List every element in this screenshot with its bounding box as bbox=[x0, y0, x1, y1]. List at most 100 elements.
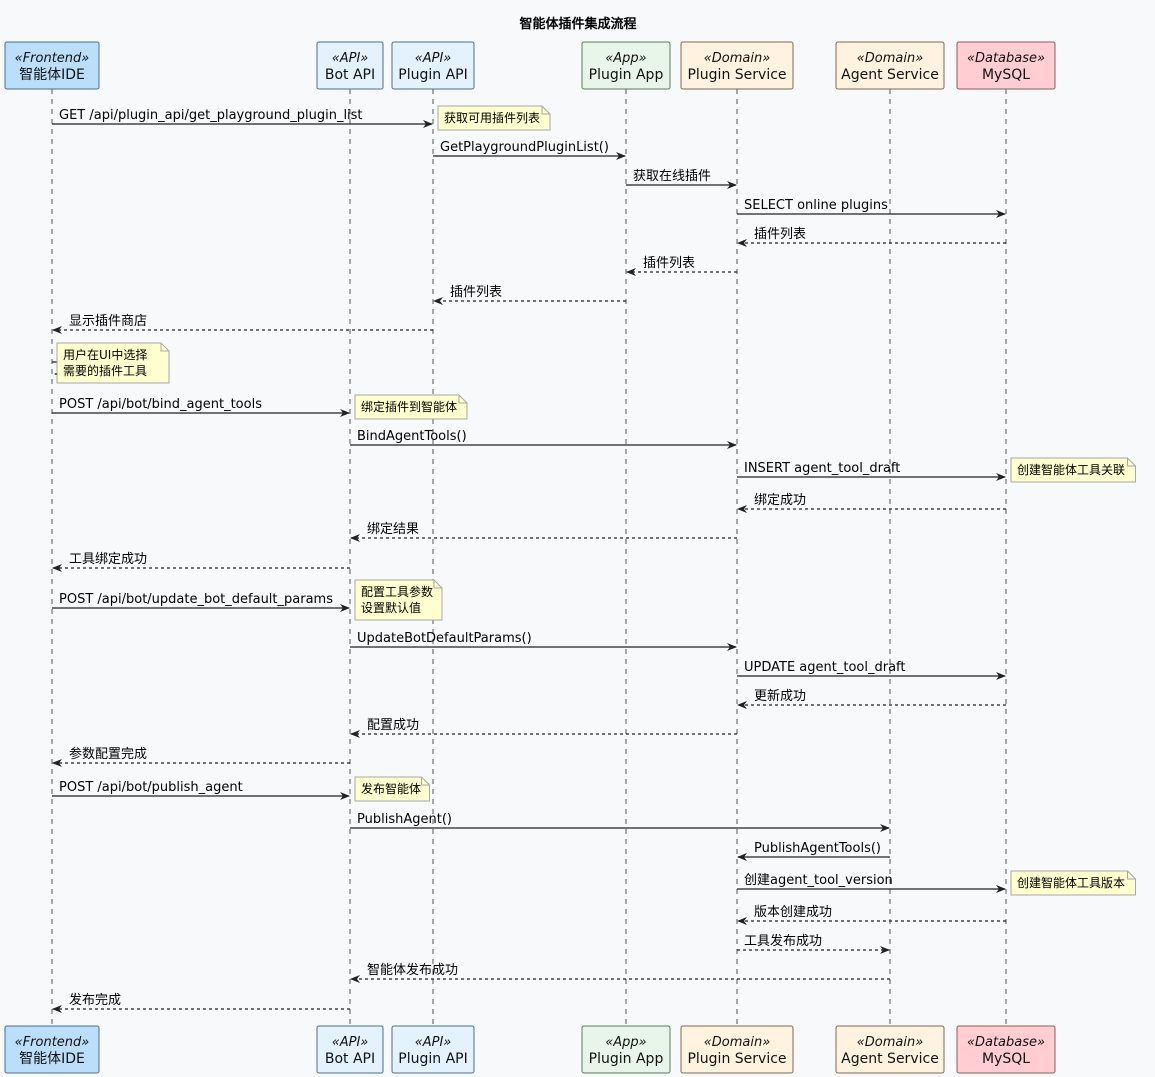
notes: 获取可用插件列表用户在UI中选择需要的插件工具绑定插件到智能体创建智能体工具关联… bbox=[56, 105, 1136, 896]
participant-box bbox=[4, 41, 100, 90]
participant-name: Agent Service bbox=[841, 67, 939, 83]
note-fold bbox=[1127, 458, 1136, 467]
participant-pluginapp-bottom: «App»Plugin App bbox=[581, 1025, 671, 1074]
note-fold bbox=[160, 343, 169, 352]
message-label: PublishAgent() bbox=[357, 812, 452, 827]
message-label: BindAgentTools() bbox=[357, 429, 467, 444]
message-label: 绑定成功 bbox=[754, 493, 806, 508]
note-box bbox=[1010, 457, 1136, 483]
message-23: PublishAgentTools() bbox=[737, 841, 890, 861]
message-label: SELECT online plugins bbox=[744, 198, 888, 213]
message-label: PublishAgentTools() bbox=[754, 841, 881, 856]
participant-box bbox=[391, 1025, 475, 1074]
note-text: 绑定插件到智能体 bbox=[361, 399, 457, 414]
message-12: 绑定成功 bbox=[737, 493, 1006, 513]
message-2: 获取在线插件 bbox=[626, 169, 737, 189]
message-16: UpdateBotDefaultParams() bbox=[350, 631, 737, 651]
note-box bbox=[56, 342, 170, 384]
message-3: SELECT online plugins bbox=[737, 198, 1006, 218]
participant-name: Plugin Service bbox=[687, 67, 786, 83]
message-label: GET /api/plugin_api/get_playground_plugi… bbox=[59, 108, 363, 123]
note-fold bbox=[1127, 871, 1136, 880]
message-4: 插件列表 bbox=[737, 227, 1006, 247]
participant-pluginsvc-top: «Domain»Plugin Service bbox=[680, 41, 794, 90]
note-box bbox=[354, 579, 443, 621]
note-box bbox=[354, 394, 468, 420]
participant-box bbox=[956, 41, 1056, 90]
note-6: 创建智能体工具版本 bbox=[1010, 870, 1136, 896]
participant-stereotype: «Domain» bbox=[857, 1035, 924, 1050]
participant-name: Bot API bbox=[325, 67, 375, 83]
message-25: 版本创建成功 bbox=[737, 905, 1006, 925]
participant-name: Plugin App bbox=[589, 67, 664, 83]
participant-stereotype: «Frontend» bbox=[15, 1035, 90, 1050]
message-label: 插件列表 bbox=[754, 227, 806, 242]
messages: GET /api/plugin_api/get_playground_plugi… bbox=[52, 108, 1006, 1013]
participant-name: 智能体IDE bbox=[19, 67, 85, 83]
participant-box bbox=[316, 1025, 384, 1074]
note-text: 创建智能体工具版本 bbox=[1017, 875, 1125, 890]
participant-stereotype: «App» bbox=[605, 51, 646, 66]
note-text: 发布智能体 bbox=[361, 781, 421, 796]
participant-agentsvc-bottom: «Domain»Agent Service bbox=[835, 1025, 945, 1074]
participant-name: 智能体IDE bbox=[19, 1051, 85, 1067]
note-fold bbox=[421, 777, 430, 786]
participant-name: MySQL bbox=[982, 67, 1030, 83]
note-2: 绑定插件到智能体 bbox=[354, 394, 468, 420]
note-fold bbox=[541, 106, 550, 115]
message-20: 参数配置完成 bbox=[52, 746, 350, 767]
note-box bbox=[354, 776, 430, 802]
message-21: POST /api/bot/publish_agent bbox=[52, 780, 350, 800]
message-17: UPDATE agent_tool_draft bbox=[737, 660, 1006, 680]
participant-ide-top: «Frontend»智能体IDE bbox=[4, 41, 100, 90]
message-label: UpdateBotDefaultParams() bbox=[357, 631, 532, 646]
note-text: 创建智能体工具关联 bbox=[1017, 462, 1125, 477]
participant-pluginsvc-bottom: «Domain»Plugin Service bbox=[680, 1025, 794, 1074]
note-box bbox=[437, 105, 551, 131]
message-14: 工具绑定成功 bbox=[52, 552, 350, 572]
message-label: 工具绑定成功 bbox=[69, 552, 147, 567]
message-6: 插件列表 bbox=[433, 285, 626, 305]
message-24: 创建agent_tool_version bbox=[737, 873, 1006, 893]
participant-box bbox=[835, 1025, 945, 1074]
note-text: 用户在UI中选择 bbox=[63, 347, 147, 362]
participant-box bbox=[835, 41, 945, 90]
participant-stereotype: «API» bbox=[332, 51, 369, 66]
message-28: 发布完成 bbox=[52, 992, 350, 1013]
participant-name: Agent Service bbox=[841, 1051, 939, 1067]
note-text: 配置工具参数 bbox=[361, 584, 433, 599]
participant-name: MySQL bbox=[982, 1051, 1030, 1067]
message-label: UPDATE agent_tool_draft bbox=[744, 660, 905, 675]
message-label: 更新成功 bbox=[754, 688, 806, 704]
participant-botapi-bottom: «API»Bot API bbox=[316, 1025, 384, 1074]
participant-box bbox=[680, 1025, 794, 1074]
participant-stereotype: «Domain» bbox=[857, 51, 924, 66]
participant-stereotype: «API» bbox=[415, 1035, 452, 1050]
participant-box bbox=[956, 1025, 1056, 1074]
participant-pluginapi-bottom: «API»Plugin API bbox=[391, 1025, 475, 1074]
participant-stereotype: «Database» bbox=[967, 1035, 1045, 1050]
participant-stereotype: «Domain» bbox=[704, 1035, 771, 1050]
participant-botapi-top: «API»Bot API bbox=[316, 41, 384, 90]
message-5: 插件列表 bbox=[626, 256, 737, 276]
participant-stereotype: «Frontend» bbox=[15, 51, 90, 66]
message-10: BindAgentTools() bbox=[350, 429, 737, 449]
message-label: 插件列表 bbox=[643, 256, 695, 271]
participant-ide-bottom: «Frontend»智能体IDE bbox=[4, 1025, 100, 1074]
participant-stereotype: «API» bbox=[332, 1035, 369, 1050]
participant-name: Plugin API bbox=[398, 67, 467, 83]
participant-mysql-top: «Database»MySQL bbox=[956, 41, 1056, 90]
participant-name: Plugin Service bbox=[687, 1051, 786, 1067]
message-9: POST /api/bot/bind_agent_tools bbox=[52, 397, 350, 417]
message-label: 智能体发布成功 bbox=[367, 962, 458, 978]
message-11: INSERT agent_tool_draft bbox=[737, 461, 1006, 481]
note-0: 获取可用插件列表 bbox=[437, 105, 551, 131]
message-label: 发布完成 bbox=[69, 992, 121, 1008]
participant-agentsvc-top: «Domain»Agent Service bbox=[835, 41, 945, 90]
participant-name: Bot API bbox=[325, 1051, 375, 1067]
participant-box bbox=[581, 1025, 671, 1074]
message-0: GET /api/plugin_api/get_playground_plugi… bbox=[52, 108, 433, 128]
participant-pluginapi-top: «API»Plugin API bbox=[391, 41, 475, 90]
